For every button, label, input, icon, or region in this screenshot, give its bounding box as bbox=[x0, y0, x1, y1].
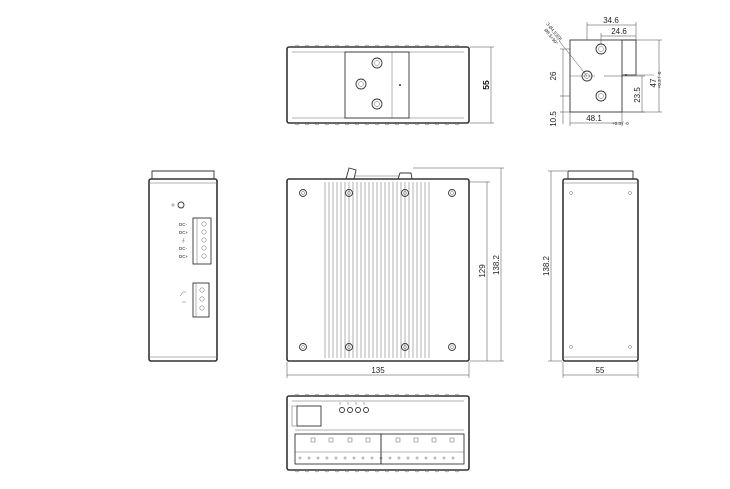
port-led-marker bbox=[449, 437, 455, 443]
dim-height-outer: 138.2 bbox=[492, 254, 501, 275]
terminal-label-1: DC- bbox=[179, 222, 187, 227]
port-contact bbox=[325, 456, 329, 460]
terminal-label-4: DC- bbox=[179, 246, 187, 251]
port-contact bbox=[388, 456, 392, 460]
terminal-label-3: ⏚ bbox=[181, 237, 186, 243]
port-contact bbox=[334, 456, 338, 460]
port-contact bbox=[370, 456, 374, 460]
dim-width-front: 135 bbox=[371, 366, 385, 375]
front-view: 129 138.2 135 bbox=[286, 167, 504, 378]
port-led-marker bbox=[431, 437, 437, 443]
port-contact bbox=[298, 456, 302, 460]
dim-depth-side: 55 bbox=[596, 366, 605, 375]
dim-height-side: 138.2 bbox=[542, 255, 551, 276]
left-side-view: DC- DC+ ⏚ DC- DC+ bbox=[148, 170, 218, 362]
port-contact bbox=[424, 456, 428, 460]
mounting-plate-detail: 3-Ø4.5沉孔 Ø8.5×90° 34.6 24.6 26 10.5 23.5… bbox=[543, 16, 662, 127]
ethernet-ports bbox=[298, 437, 455, 460]
port-contact bbox=[307, 456, 311, 460]
port-led-marker bbox=[328, 437, 334, 443]
terminal-label-5: DC+ bbox=[179, 254, 188, 259]
port-contact bbox=[316, 456, 320, 460]
port-contact bbox=[415, 456, 419, 460]
terminal-label-2: DC+ bbox=[179, 230, 188, 235]
port-contact bbox=[343, 456, 347, 460]
port-led-marker bbox=[310, 437, 316, 443]
port-contact bbox=[397, 456, 401, 460]
dim-48-1: 48.1 bbox=[586, 114, 602, 123]
dim-48-1-tol: +0.3 / -0 bbox=[612, 121, 629, 126]
port-contact bbox=[451, 456, 455, 460]
dim-height-inner: 129 bbox=[478, 264, 487, 278]
port-contact bbox=[352, 456, 356, 460]
dim-23-5: 23.5 bbox=[633, 87, 642, 103]
dim-26: 26 bbox=[549, 71, 558, 80]
right-side-view: 138.2 55 bbox=[542, 170, 639, 378]
dim-47: 47 bbox=[649, 78, 658, 87]
port-contact bbox=[361, 456, 365, 460]
dim-24-6: 24.6 bbox=[611, 27, 627, 36]
dim-depth-top: 55 bbox=[481, 80, 491, 90]
port-led-marker bbox=[347, 437, 353, 443]
port-led-marker bbox=[365, 437, 371, 443]
dim-47-tol: +0.3 / -0 bbox=[657, 71, 662, 88]
dim-34-6: 34.6 bbox=[603, 16, 619, 25]
port-led-marker bbox=[395, 437, 401, 443]
port-led-marker bbox=[413, 437, 419, 443]
port-contact bbox=[433, 456, 437, 460]
bottom-port-view bbox=[286, 393, 470, 473]
top-view: 55 bbox=[286, 44, 494, 126]
port-contact bbox=[406, 456, 410, 460]
dim-10-5: 10.5 bbox=[549, 111, 558, 127]
port-contact bbox=[442, 456, 446, 460]
port-contact bbox=[379, 456, 383, 460]
heatsink-fins bbox=[324, 182, 430, 358]
